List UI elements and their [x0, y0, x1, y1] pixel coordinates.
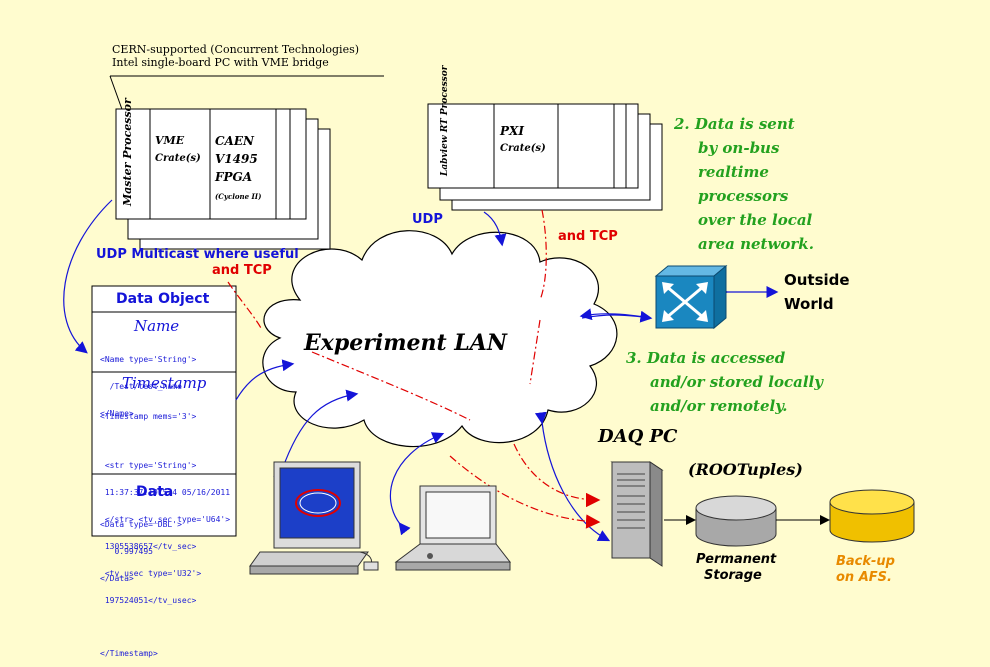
xml-line: <tv_usec type='U32'>: [100, 569, 202, 578]
note-3-line: 3. Data is accessed: [626, 349, 786, 367]
note-2-line: area network.: [698, 235, 814, 253]
permanent-storage-label-2: Storage: [704, 568, 762, 583]
name-heading: Name: [134, 317, 180, 335]
note-2-line: processors: [698, 187, 789, 205]
xml-line: <Timestamp mems='3'>: [100, 412, 197, 421]
xml-line: 11:37:37.197524 05/16/2011: [100, 488, 231, 497]
pc-lan-arrow: [273, 389, 359, 482]
xml-line: <str type='String'>: [100, 461, 197, 470]
xml-line: </Data>: [100, 574, 134, 583]
note-2-text: 2. Data is sent by on-bus realtime proce…: [674, 112, 814, 256]
top-note-line-1: CERN-supported (Concurrent Technologies): [112, 43, 360, 56]
vme-to-dataobject-arrow: [63, 199, 113, 354]
pxi-labview-processor-label: Labview RT Processor: [440, 65, 450, 176]
xml-line: 1305538657</tv_sec>: [100, 542, 197, 551]
fpga-label: FPGA: [215, 170, 253, 184]
vme-crate-label-2: Crate(s): [155, 153, 201, 164]
note-3-line: and/or remotely.: [650, 397, 788, 415]
network-switch-icon: [654, 264, 728, 330]
note-2-line: 2. Data is sent: [674, 115, 795, 133]
tcp-cloud-line-2: [529, 319, 541, 385]
permanent-storage-cylinder-icon: [695, 495, 777, 547]
xml-line: <Name type='String'>: [100, 355, 197, 364]
diagram-graphics: [63, 75, 915, 575]
and-tcp-right-label: and TCP: [558, 229, 618, 244]
cyclone-label: (Cyclone II): [215, 192, 262, 201]
xml-line: <Data type='DBL'>: [100, 520, 182, 529]
tcp-right-line: [539, 209, 547, 301]
note-2-line: realtime: [698, 163, 769, 181]
udp-pxi-arrow: [483, 211, 507, 247]
daq-pc-tower-icon: [610, 461, 664, 567]
timestamp-heading: Timestamp: [122, 374, 207, 392]
xml-line: 0.997495: [100, 547, 153, 556]
data-heading: Data: [136, 484, 174, 500]
permanent-storage-label-1: Permanent: [696, 552, 777, 567]
backup-label-2: on AFS.: [836, 570, 892, 585]
dataobject-to-lan-arrow: [235, 359, 295, 401]
note-3-line: and/or stored locally: [650, 373, 823, 391]
xml-line: /Test/test_name: [100, 382, 182, 391]
note-2-line: by on-bus: [698, 139, 780, 157]
xml-line: </Name>: [100, 409, 134, 418]
vme-crate-label-1: VME: [155, 134, 185, 147]
laptop-lan-arrow: [389, 432, 445, 536]
vme-master-processor-label: Master Processor: [121, 98, 134, 206]
pxi-crates-label: Crate(s): [500, 143, 546, 154]
experiment-lan-label: Experiment LAN: [304, 330, 507, 356]
lan-daq-arrow: [534, 411, 611, 542]
tcp-daq-arrow-1: [513, 443, 601, 508]
note-3-text: 3. Data is accessed and/or stored locall…: [626, 346, 823, 418]
outside-label: Outside: [784, 271, 850, 289]
data-object-box: [91, 285, 237, 537]
desktop-computer-icon: [249, 461, 379, 575]
caen-label: CAEN: [215, 134, 254, 148]
top-note-line-2: Intel single-board PC with VME bridge: [112, 56, 329, 69]
udp-top-label: UDP: [412, 212, 443, 227]
xml-line: </Timestamp>: [100, 649, 158, 658]
tcp-daq-arrow-2: [449, 455, 601, 529]
switch-to-lan-arrow: [579, 308, 651, 321]
xml-line: [100, 439, 230, 443]
xml-line: 197524051</tv_usec>: [100, 596, 197, 605]
backup-label-1: Back-up: [836, 554, 895, 569]
xml-line: [100, 623, 230, 631]
note-2-line: over the local: [698, 211, 813, 229]
laptop-icon: [394, 485, 512, 571]
world-label: World: [784, 295, 834, 313]
vme-crate-stack: [115, 108, 331, 250]
data-xml: <Data type='DBL'> 0.997495 </Data>: [100, 502, 182, 592]
backup-cylinder-icon: [829, 489, 915, 543]
pxi-crate-stack: [427, 103, 663, 211]
daq-pc-label: DAQ PC: [598, 426, 678, 447]
pxi-label: PXI: [500, 124, 524, 138]
name-xml: <Name type='String'> /Test/test_name </N…: [100, 337, 196, 427]
data-object-title: Data Object: [116, 291, 210, 307]
tcp-left-line: [227, 281, 263, 331]
rootuples-label: (ROOTuples): [688, 460, 803, 479]
udp-multicast-label: UDP Multicast where useful: [96, 247, 299, 262]
and-tcp-left-label: and TCP: [212, 263, 272, 278]
xml-line: </str> <tv_sec type='U64'>: [100, 515, 231, 524]
tcp-cloud-line: [311, 351, 471, 421]
v1495-label: V1495: [215, 152, 258, 166]
